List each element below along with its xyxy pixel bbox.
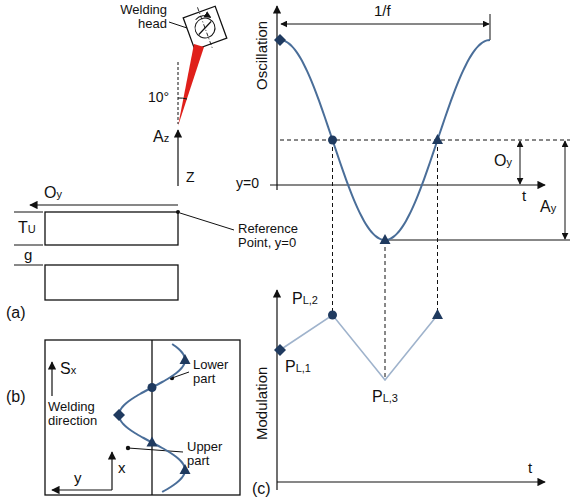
power-label: PL,1 — [285, 358, 311, 376]
oscillation-curve — [280, 40, 490, 240]
leader-dot — [126, 446, 130, 450]
part-name: Lower part — [193, 358, 237, 387]
laser-beam — [178, 44, 204, 126]
dimension-label: g — [24, 247, 32, 264]
dimension-lines — [14, 212, 43, 265]
joint-line — [151, 340, 152, 495]
panel-label: (a) — [6, 304, 26, 322]
amplitude-arrow — [565, 141, 566, 239]
leader-line — [180, 213, 234, 230]
axis-label: Az — [153, 128, 169, 146]
modulation-axis — [276, 290, 277, 490]
axis-label: t — [522, 188, 526, 205]
welding-head — [182, 2, 229, 55]
axis-title: Oscillation — [254, 21, 271, 90]
part-name: Upper part — [187, 440, 233, 469]
point-marker — [328, 311, 337, 320]
callout-text: Reference Point, y=0 — [238, 222, 320, 251]
axis-label: Oy — [44, 184, 62, 202]
axis-label: Z — [186, 170, 195, 185]
period-tick — [490, 14, 491, 40]
amplitude-line — [385, 240, 570, 241]
reference-point — [176, 210, 180, 214]
callout-text: Welding head — [105, 3, 167, 32]
point-marker — [180, 354, 191, 364]
plate-top-view — [45, 340, 240, 495]
point-marker — [148, 383, 157, 392]
oscillation-axis — [276, 6, 277, 190]
angle-arc — [178, 98, 187, 99]
dimension-label: TU — [18, 219, 36, 237]
reference-line — [178, 62, 179, 124]
panel-label: (c) — [252, 480, 271, 498]
point-marker — [113, 409, 125, 421]
point-marker — [147, 437, 158, 447]
dimension-label: Oy — [494, 152, 512, 170]
axis-label: x — [118, 460, 126, 477]
axis-label: y — [74, 470, 82, 487]
upper-plate — [45, 212, 178, 245]
leader-line — [169, 22, 187, 28]
welding-direction-arrow — [51, 362, 52, 396]
offset-arrow — [520, 141, 521, 184]
time-axis — [270, 184, 545, 185]
period-label: 1/f — [374, 3, 391, 20]
point-marker — [274, 34, 286, 46]
modulation-curve — [280, 315, 438, 380]
axis-label: t — [528, 460, 532, 477]
dimension-label: Ay — [540, 198, 556, 216]
y-offset-arrow — [30, 204, 178, 205]
point-marker — [380, 234, 391, 244]
panel-label: (b) — [6, 388, 26, 406]
projection-lines — [333, 140, 438, 380]
point-marker — [328, 136, 337, 145]
power-label: PL,2 — [292, 290, 318, 308]
angle-label: 10° — [148, 90, 169, 105]
curves — [113, 34, 490, 492]
y-axis-arrow — [52, 489, 112, 490]
leader-line — [128, 448, 183, 452]
callout-text: Welding direction — [48, 400, 110, 429]
lower-plate — [45, 265, 178, 300]
axis-label: y=0 — [236, 176, 259, 191]
point-marker — [432, 309, 443, 319]
center-line — [280, 140, 570, 141]
focus-offset-arrow — [177, 130, 178, 186]
weld-path — [119, 344, 185, 492]
axis-label: Sx — [60, 360, 76, 378]
period-arrow — [281, 24, 489, 25]
x-axis-arrow — [111, 452, 112, 490]
point-marker — [274, 344, 286, 356]
axis-title: Modulation — [254, 367, 271, 440]
time-axis — [277, 481, 545, 482]
point-marker — [432, 134, 443, 144]
power-label: PL,3 — [372, 388, 398, 406]
